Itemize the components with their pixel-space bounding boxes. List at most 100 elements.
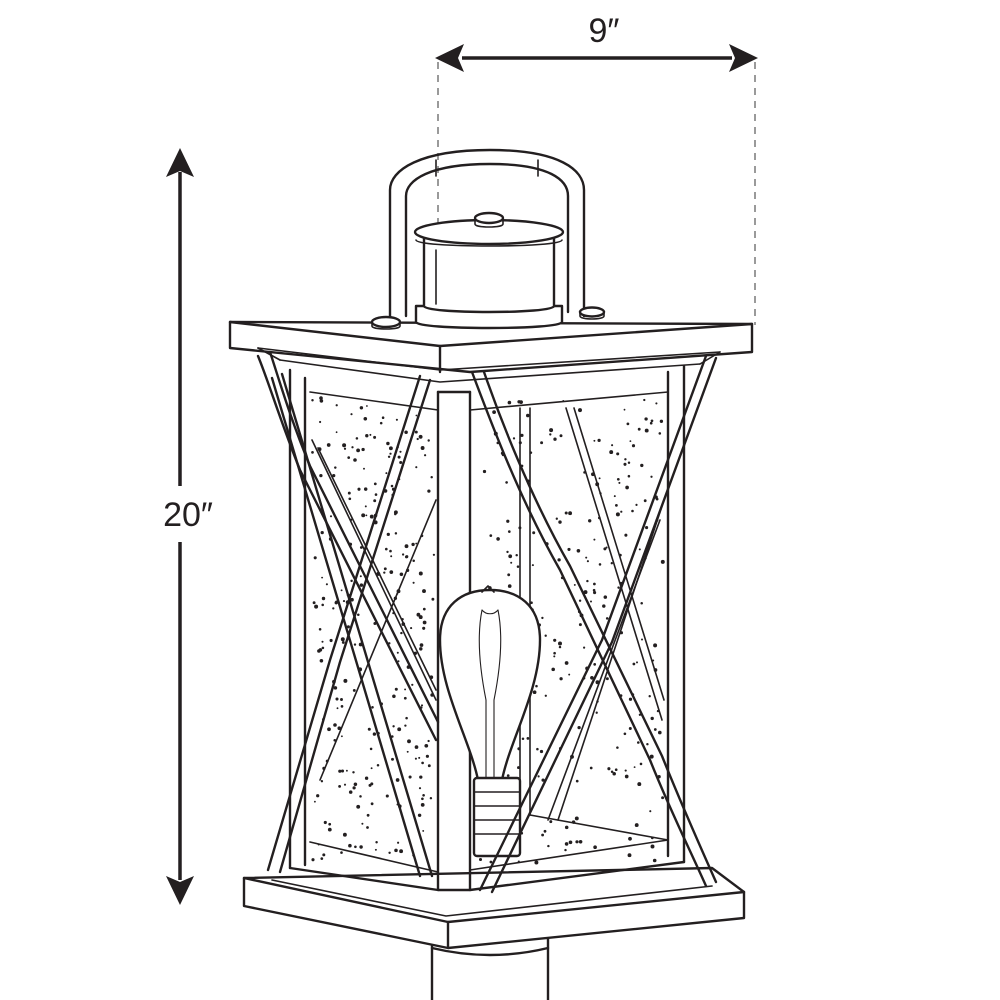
glass-seed: [323, 820, 327, 825]
glass-seed: [359, 406, 364, 410]
glass-seed: [525, 413, 530, 418]
glass-seed: [628, 836, 632, 841]
glass-seed: [321, 596, 326, 601]
glass-seed: [394, 532, 398, 535]
glass-seed: [404, 544, 409, 549]
glass-seed: [388, 851, 391, 855]
glass-seed: [388, 446, 393, 451]
glass-seed: [518, 526, 522, 530]
glass-seed: [368, 783, 372, 787]
glass-seed: [416, 612, 421, 617]
glass-seed: [367, 727, 371, 731]
height-arrow-bottom: [166, 876, 194, 905]
glass-seed: [347, 456, 351, 459]
glass-seed: [364, 776, 369, 780]
glass-seed: [649, 754, 654, 759]
glass-seed: [576, 549, 581, 553]
glass-seed: [629, 440, 632, 443]
glass-seed: [365, 405, 368, 407]
glass-seed: [332, 473, 336, 478]
glass-seed: [351, 446, 354, 449]
glass-seed: [645, 526, 649, 530]
glass-seed: [350, 579, 353, 583]
glass-seed: [603, 595, 608, 599]
glass-seed: [369, 747, 373, 751]
glass-seed: [575, 779, 579, 783]
glass-seed: [578, 408, 582, 413]
glass-seed: [652, 858, 657, 863]
glass-seed: [518, 441, 522, 445]
glass-seed: [353, 643, 357, 646]
glass-seed: [399, 450, 402, 453]
glass-seed: [366, 813, 370, 817]
glass-seed: [624, 458, 627, 461]
glass-seed: [389, 452, 392, 455]
glass-seed: [422, 589, 426, 594]
glass-seed: [610, 770, 614, 773]
glass-seed: [329, 515, 333, 518]
glass-seed: [607, 767, 611, 771]
glass-seed: [593, 538, 596, 541]
glass-seed: [649, 421, 653, 425]
glass-seed: [356, 448, 361, 453]
glass-seed: [328, 822, 332, 826]
glass-seed: [585, 556, 588, 559]
glass-seed: [418, 756, 421, 759]
glass-seed: [414, 745, 419, 749]
glass-seed: [340, 637, 345, 642]
glass-seed: [586, 560, 589, 563]
glass-seed: [419, 775, 423, 779]
glass-seed: [335, 404, 338, 407]
glass-seed: [515, 553, 518, 557]
glass-seed: [593, 591, 597, 595]
glass-seed: [332, 607, 335, 610]
glass-seed: [640, 638, 644, 641]
glass-seed: [373, 482, 377, 486]
glass-seed: [627, 461, 631, 464]
glass-seed: [335, 697, 339, 701]
glass-seed: [427, 764, 431, 768]
glass-seed: [637, 427, 641, 431]
glass-seed: [336, 707, 339, 710]
glass-seed: [507, 400, 512, 405]
glass-seed: [627, 853, 632, 858]
glass-seed: [373, 499, 377, 503]
glass-seed: [519, 400, 523, 404]
glass-seed: [535, 684, 538, 688]
glass-seed: [370, 767, 373, 770]
glass-seed: [404, 555, 409, 559]
glass-seed: [489, 534, 493, 537]
glass-seed: [366, 826, 369, 829]
glass-seed: [593, 582, 596, 586]
glass-seed: [636, 661, 638, 664]
glass-seed: [422, 829, 425, 832]
glass-seed: [635, 503, 638, 506]
width-arrow-right: [729, 44, 758, 72]
glass-seed: [564, 842, 569, 846]
glass-seed: [626, 422, 630, 426]
glass-seed: [631, 444, 636, 448]
glass-seed: [589, 766, 593, 770]
glass-seed: [427, 439, 430, 442]
glass-seed: [557, 558, 561, 562]
glass-seed: [520, 433, 524, 438]
glass-seed: [643, 398, 646, 402]
width-arrow-left: [435, 44, 464, 72]
glass-seed: [418, 787, 422, 790]
glass-seed: [650, 836, 654, 840]
glass-seed: [312, 601, 316, 605]
glass-seed: [541, 778, 545, 782]
glass-seed: [346, 625, 350, 629]
glass-seed: [558, 645, 562, 649]
glass-seed: [661, 796, 665, 800]
glass-seed: [506, 774, 510, 777]
glass-seed: [374, 848, 377, 851]
glass-seed: [496, 537, 500, 541]
glass-seed: [649, 810, 652, 813]
glass-seed: [352, 786, 356, 790]
glass-seed: [549, 820, 553, 824]
glass-seed: [609, 450, 614, 455]
glass-seed: [521, 737, 525, 740]
glass-seed: [365, 434, 369, 438]
glass-seed: [348, 843, 352, 848]
